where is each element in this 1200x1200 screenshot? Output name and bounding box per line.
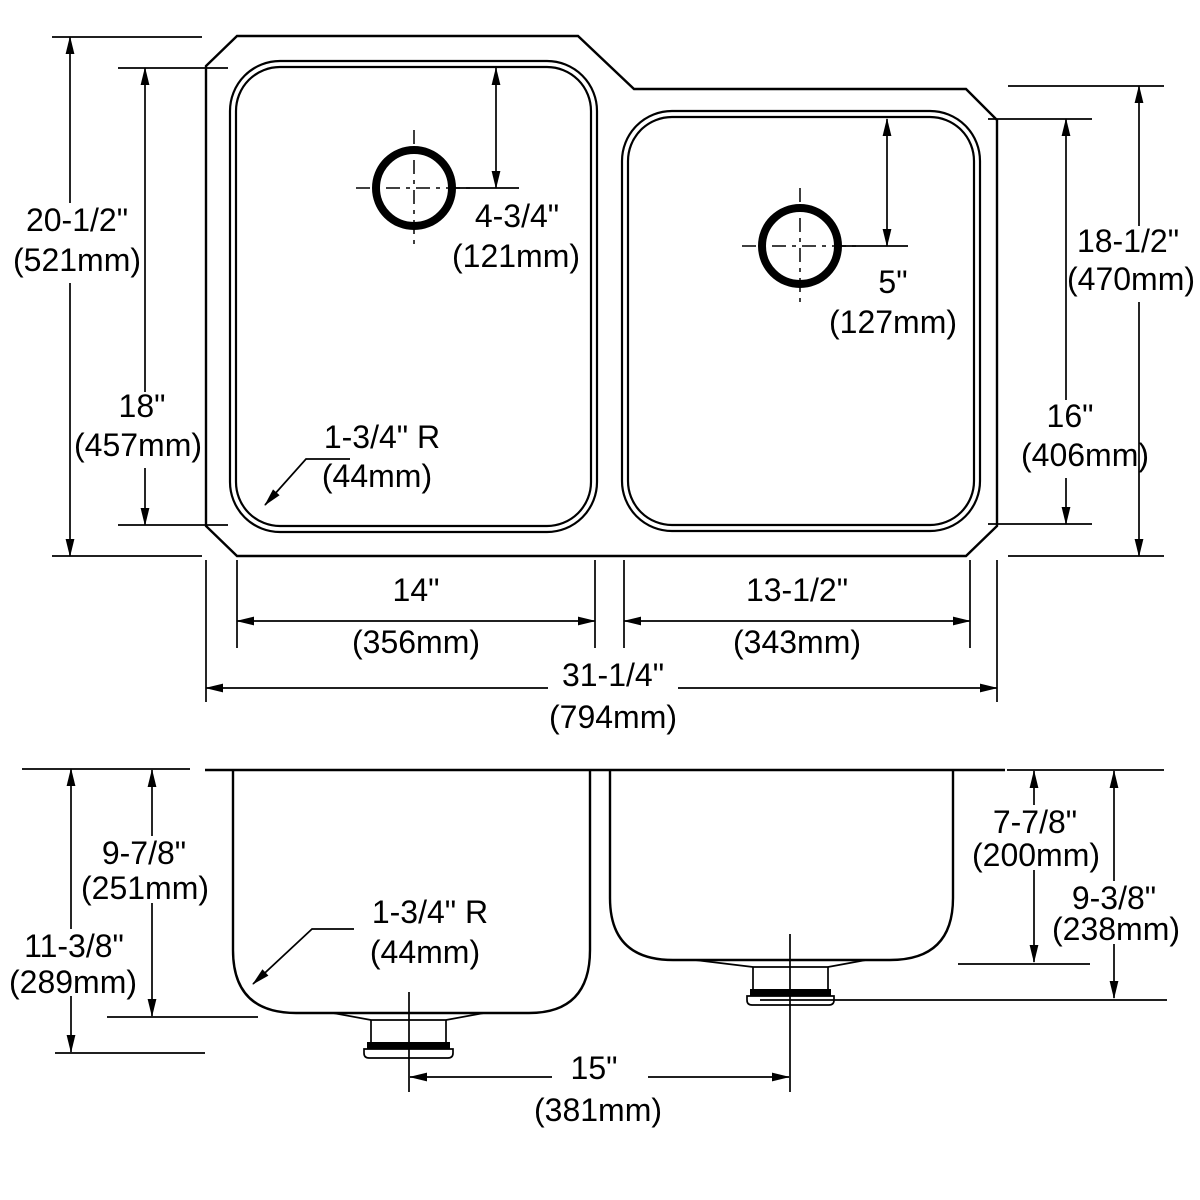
dim-left-bowl-width: 14" (356mm) bbox=[236, 560, 596, 660]
dim-label: 11-3/8" bbox=[24, 928, 124, 964]
dim-label: 14" bbox=[393, 572, 440, 608]
dim-label: 18-1/2" bbox=[1077, 223, 1179, 259]
dim-right-bowl-depth: 7-7/8" (200mm) bbox=[958, 769, 1164, 965]
dim-right-bowl-width: 13-1/2" (343mm) bbox=[623, 560, 971, 660]
left-bowl-top-view bbox=[228, 59, 599, 534]
dim-label: 20-1/2" bbox=[26, 202, 128, 238]
dim-label: 16" bbox=[1047, 398, 1094, 434]
dim-overall-front-to-back: 20-1/2" (521mm) bbox=[13, 36, 202, 557]
dim-label: 1-3/4" R bbox=[372, 894, 488, 930]
dim-label: 18" bbox=[119, 388, 166, 424]
dim-right-bowl-front-to-back: 16" (406mm) bbox=[988, 118, 1149, 525]
dim-label-mm: (470mm) bbox=[1067, 261, 1195, 297]
callout-corner-radius-top: 1-3/4" R (44mm) bbox=[264, 419, 440, 506]
dim-label: 15" bbox=[571, 1050, 618, 1086]
dim-label-mm: (381mm) bbox=[534, 1092, 662, 1128]
right-bowl-top-view bbox=[620, 109, 982, 533]
dim-label-mm: (251mm) bbox=[81, 870, 209, 906]
dim-left-drain-offset: 4-3/4" (121mm) bbox=[452, 67, 580, 274]
dim-left-bowl-front-to-back: 18" (457mm) bbox=[74, 67, 228, 526]
sink-outer-outline bbox=[204, 34, 999, 558]
dim-label-mm: (44mm) bbox=[322, 458, 432, 494]
dim-label-mm: (343mm) bbox=[733, 624, 861, 660]
right-bowl-profile bbox=[608, 770, 955, 962]
dim-label-mm: (521mm) bbox=[13, 242, 141, 278]
dim-drain-spacing: 15" (381mm) bbox=[409, 1050, 790, 1128]
dim-left-bowl-depth: 9-7/8" (251mm) bbox=[22, 768, 258, 1018]
dim-label: 9-3/8" bbox=[1072, 880, 1156, 916]
dim-label-mm: (200mm) bbox=[972, 837, 1100, 873]
dim-label-mm: (356mm) bbox=[352, 624, 480, 660]
callout-corner-radius-front: 1-3/4" R (44mm) bbox=[252, 894, 488, 985]
dim-label: 31-1/4" bbox=[562, 657, 664, 693]
right-drain-fitting bbox=[694, 934, 867, 1092]
left-bowl-profile bbox=[231, 770, 592, 1015]
dim-label-mm: (457mm) bbox=[74, 427, 202, 463]
dim-label-mm: (406mm) bbox=[1021, 437, 1149, 473]
dim-label-mm: (44mm) bbox=[370, 934, 480, 970]
dim-right-overall-front-to-back: 18-1/2" (470mm) bbox=[1008, 85, 1195, 557]
dim-label: 9-7/8" bbox=[102, 835, 186, 871]
dim-label-mm: (794mm) bbox=[549, 699, 677, 735]
top-view: 20-1/2" (521mm) 18" (457mm) 4-3/4" (121m… bbox=[13, 34, 1195, 735]
front-view: 9-7/8" (251mm) 11-3/8" (289mm) 1-3/4" R … bbox=[9, 768, 1180, 1128]
dim-right-overall-depth: 9-3/8" (238mm) bbox=[760, 770, 1180, 1001]
dim-label-mm: (127mm) bbox=[829, 304, 957, 340]
dim-label: 4-3/4" bbox=[475, 198, 559, 234]
dim-overall-width: 31-1/4" (794mm) bbox=[205, 560, 998, 735]
dim-left-overall-depth: 11-3/8" (289mm) bbox=[9, 768, 205, 1054]
dim-label: 13-1/2" bbox=[746, 572, 848, 608]
dim-label: 5" bbox=[878, 264, 907, 300]
dim-right-drain-offset: 5" (127mm) bbox=[829, 118, 957, 340]
dim-label-mm: (121mm) bbox=[452, 238, 580, 274]
dim-label-mm: (289mm) bbox=[9, 964, 137, 1000]
dim-label: 1-3/4" R bbox=[324, 419, 440, 455]
dim-label: 7-7/8" bbox=[993, 804, 1077, 840]
dim-label-mm: (238mm) bbox=[1052, 911, 1180, 947]
